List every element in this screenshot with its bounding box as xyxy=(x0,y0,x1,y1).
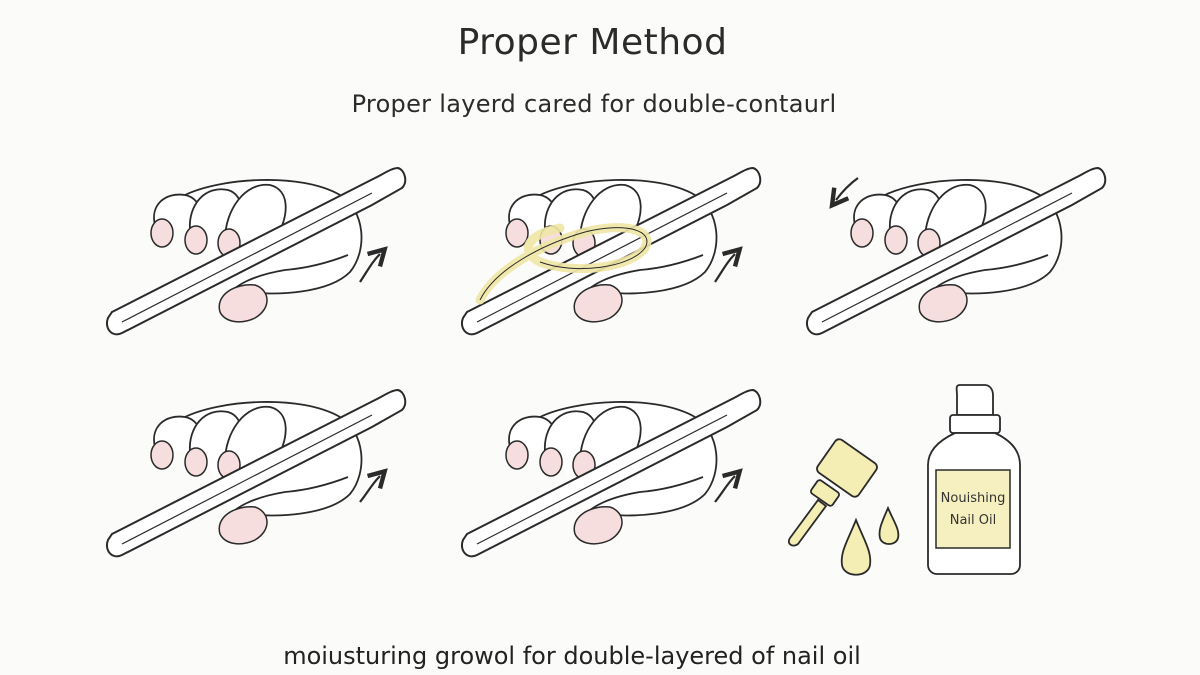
footer-caption: moiusturing growol for double-layered of… xyxy=(283,642,861,670)
rotate-arrow-icon xyxy=(359,476,380,503)
panel-1 xyxy=(105,167,407,336)
panel-2 xyxy=(460,167,762,336)
bottle-label-line2: Nail Oil xyxy=(950,513,997,528)
rotate-arrow-icon xyxy=(359,254,380,283)
oil-drop-icon xyxy=(878,505,900,545)
panel-5 xyxy=(460,389,762,558)
panel-3 xyxy=(805,167,1107,336)
page-subtitle: Proper layerd cared for double-contaurl xyxy=(351,90,837,118)
panel-4 xyxy=(105,389,407,558)
rotate-arrow-icon xyxy=(836,177,859,200)
bottle-label-line1: Nouishing xyxy=(941,491,1006,506)
nail-oil-bottle: Nouishing Nail Oil xyxy=(927,384,1021,575)
oil-drop-icon xyxy=(840,517,872,576)
rotate-arrow-icon xyxy=(714,254,735,283)
page-title: Proper Method xyxy=(457,22,728,63)
bottle-label xyxy=(935,469,1011,549)
rotate-arrow-icon xyxy=(714,476,735,503)
oil-dropper-icon xyxy=(787,438,878,547)
